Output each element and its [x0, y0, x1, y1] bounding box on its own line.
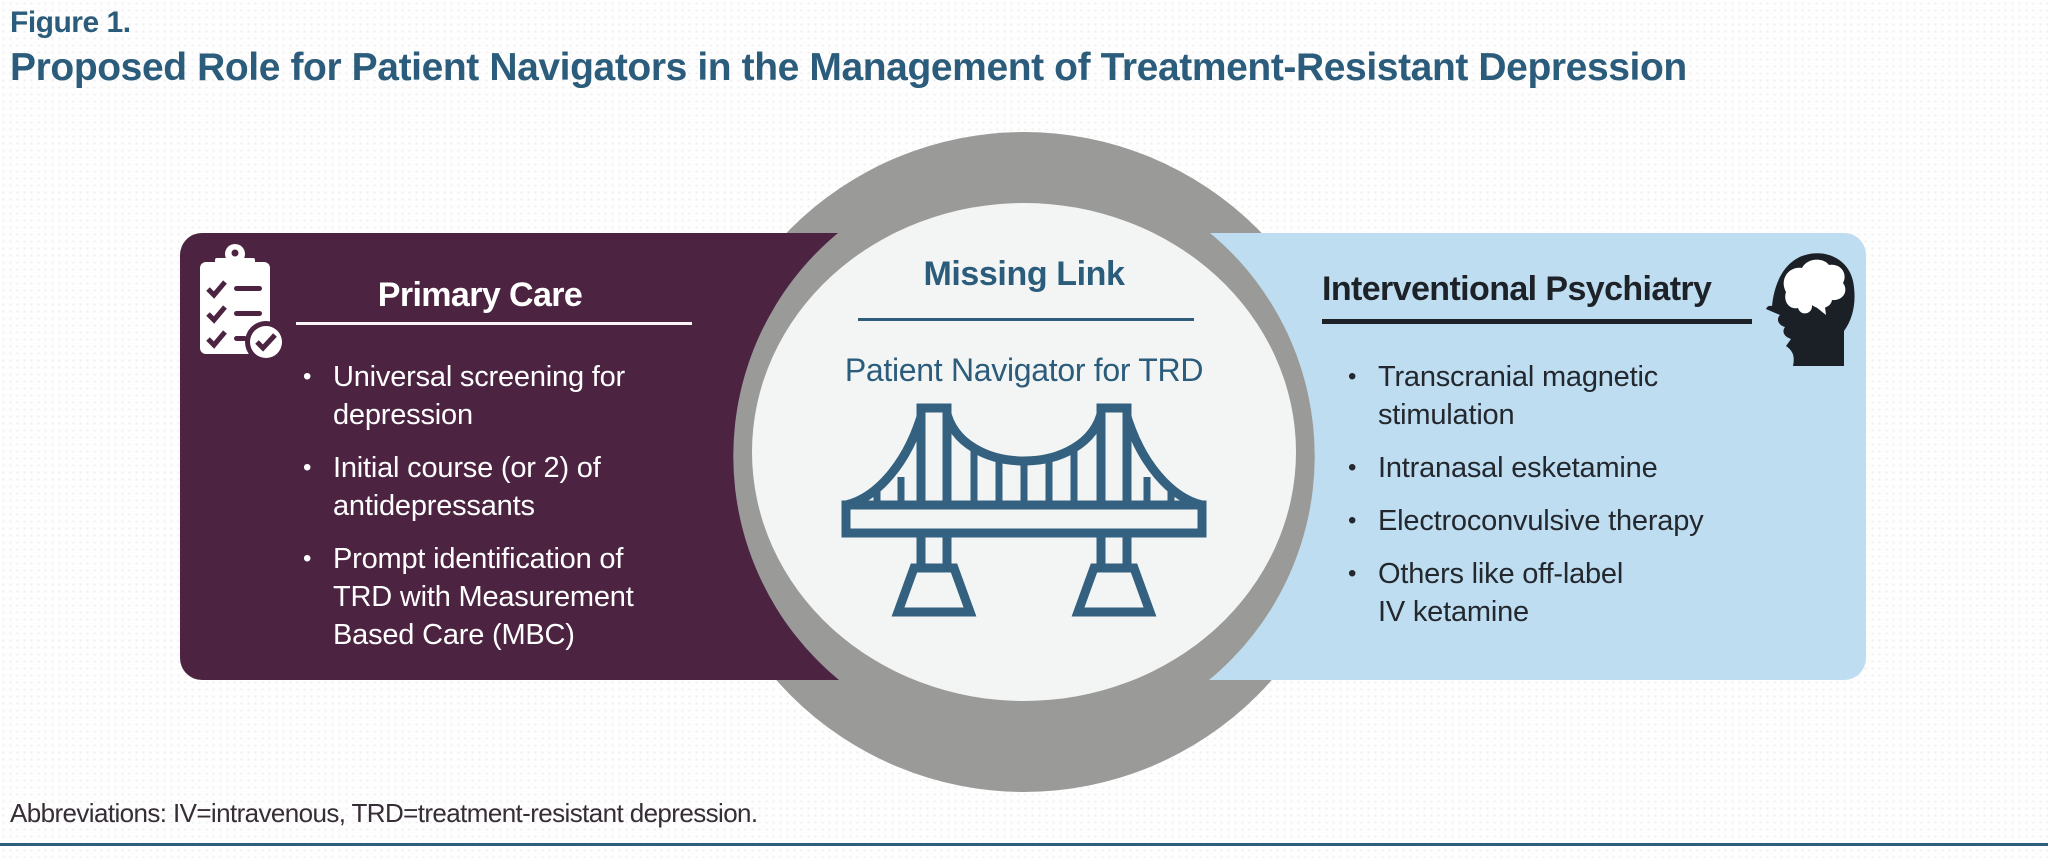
- figure-title: Proposed Role for Patient Navigators in …: [10, 46, 1687, 89]
- bullet-text: Electroconvulsive therapy: [1378, 505, 1704, 537]
- missing-link-underline: [858, 318, 1194, 321]
- interventional-psychiatry-underline: [1322, 319, 1752, 324]
- bullet-text: Others like off-label IV ketamine: [1378, 558, 1624, 628]
- bullet-text: Transcranial magnetic stimulation: [1378, 361, 1659, 431]
- patient-navigator-subheading: Patient Navigator for TRD: [844, 352, 1204, 388]
- bullet-dot: •: [1348, 363, 1357, 390]
- figure-label: Figure 1.: [10, 6, 131, 39]
- bullet-text: Intranasal esketamine: [1378, 452, 1658, 484]
- list-item: • Initial course (or 2) of antidepressan…: [303, 449, 733, 525]
- suspension-bridge-icon: [841, 403, 1207, 617]
- list-item: • Intranasal esketamine: [1348, 449, 1818, 487]
- list-item: • Universal screening for depression: [303, 358, 733, 434]
- bullet-text: Prompt identification of TRD with Measur…: [333, 543, 634, 651]
- bullet-dot: •: [1348, 560, 1357, 587]
- primary-care-bullet-list: • Universal screening for depression • I…: [303, 358, 733, 669]
- hub-inner-circle: [752, 203, 1296, 701]
- interventional-psychiatry-heading: Interventional Psychiatry: [1322, 270, 1712, 308]
- bullet-text: Initial course (or 2) of antidepressants: [333, 452, 601, 522]
- missing-link-heading: Missing Link: [923, 255, 1125, 293]
- interventional-psychiatry-bullet-list: • Transcranial magnetic stimulation • In…: [1348, 358, 1818, 646]
- bullet-dot: •: [303, 545, 312, 572]
- list-item: • Transcranial magnetic stimulation: [1348, 358, 1818, 434]
- list-item: • Others like off-label IV ketamine: [1348, 555, 1818, 631]
- primary-care-panel: [180, 233, 839, 680]
- primary-care-underline: [296, 322, 692, 325]
- abbreviations-note: Abbreviations: IV=intravenous, TRD=treat…: [10, 798, 758, 828]
- bullet-dot: •: [1348, 454, 1357, 481]
- head-with-brain-icon: [1766, 253, 1855, 366]
- bullet-dot: •: [303, 363, 312, 390]
- bullet-dot: •: [1348, 507, 1357, 534]
- bullet-dot: •: [303, 454, 312, 481]
- bottom-rule: [0, 843, 2048, 846]
- list-item: • Prompt identification of TRD with Meas…: [303, 540, 733, 654]
- clipboard-checklist-icon: [200, 244, 287, 363]
- primary-care-heading: Primary Care: [377, 276, 583, 314]
- list-item: • Electroconvulsive therapy: [1348, 502, 1818, 540]
- bullet-text: Universal screening for depression: [333, 361, 625, 431]
- interventional-psychiatry-panel: [1209, 233, 1866, 680]
